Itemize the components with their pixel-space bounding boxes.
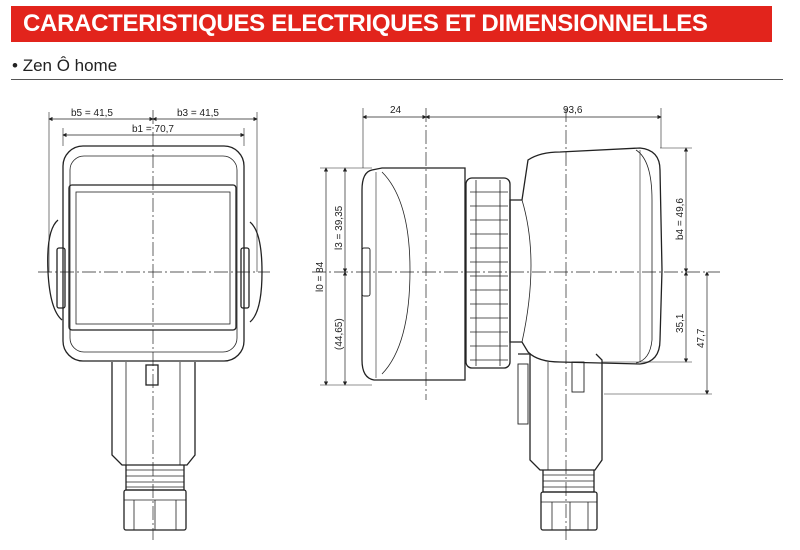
dim-l0: l0 = 84 — [315, 261, 326, 292]
front-view — [47, 145, 263, 531]
side-dimension-lines — [323, 114, 710, 395]
front-display-window — [68, 184, 237, 331]
section-title-banner: CARACTERISTIQUES ELECTRIQUES ET DIMENSIO… — [11, 6, 772, 42]
side-terminal-box — [518, 353, 603, 471]
side-knurled-ring — [465, 177, 511, 369]
dim-35-1: 35,1 — [675, 313, 686, 333]
model-name: Zen Ô home — [22, 56, 118, 75]
dim-24: 24 — [390, 105, 402, 116]
front-side-clip-right — [240, 247, 250, 309]
side-ring-knurls — [470, 180, 508, 366]
dim-l3: l3 = 39,35 — [334, 205, 345, 250]
side-view — [361, 147, 663, 531]
front-terminal-clip — [145, 364, 159, 386]
front-terminal-box — [111, 362, 196, 466]
side-pump-body — [361, 167, 466, 381]
front-housing-inner — [69, 155, 238, 353]
side-motor-housing — [509, 147, 663, 365]
dim-44-65: (44,65) — [334, 318, 345, 350]
dim-b3: b3 = 41,5 — [177, 108, 219, 119]
dim-b4: b4 = 49,6 — [675, 198, 686, 240]
front-cable-gland — [125, 465, 185, 491]
bullet: • — [12, 56, 18, 75]
front-dimension-lines — [48, 116, 258, 138]
model-subtitle: • Zen Ô home — [12, 56, 117, 76]
front-display-glass — [75, 191, 231, 325]
side-centerlines — [312, 108, 720, 540]
header-divider — [11, 79, 783, 80]
front-side-clip-left — [56, 247, 66, 309]
side-terminal-clip — [517, 363, 529, 425]
dim-47-7: 47,7 — [696, 328, 707, 348]
dim-b1: b1 = 70,7 — [132, 124, 174, 135]
dim-b5: b5 = 41,5 — [71, 108, 113, 119]
front-centerlines — [38, 110, 270, 540]
dim-93-6: 93,6 — [563, 105, 583, 116]
front-housing-outer — [62, 145, 245, 362]
side-cable-nut — [540, 491, 598, 531]
side-extension-lines — [320, 108, 712, 395]
